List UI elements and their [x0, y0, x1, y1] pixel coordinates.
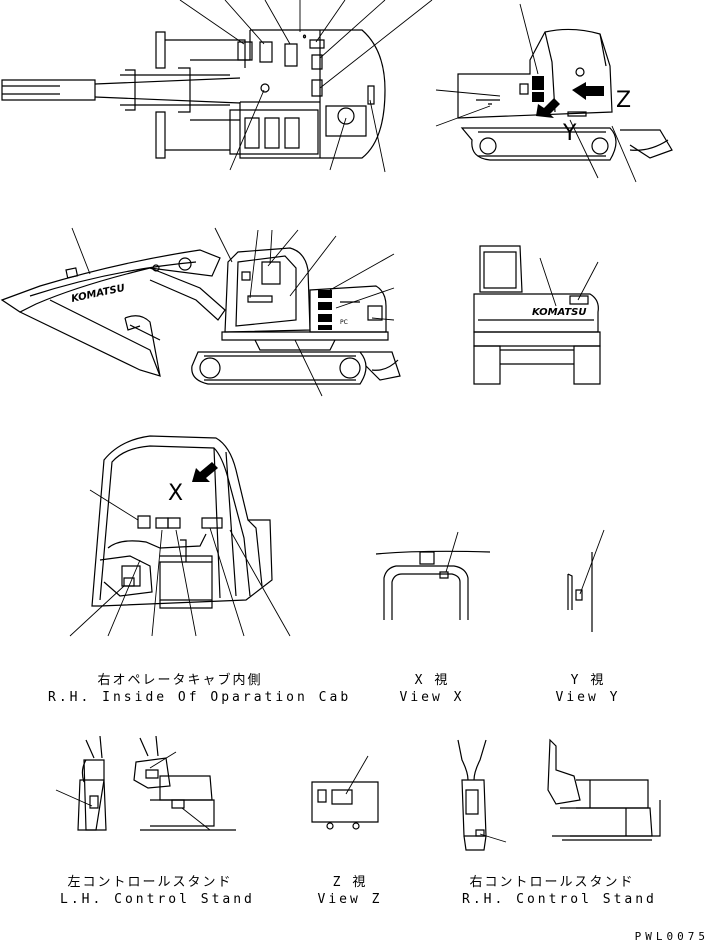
caption-view-x: X 視 View X [392, 672, 472, 706]
caption-view-z: Z 視 View Z [310, 874, 390, 908]
view-z-drawing [312, 756, 378, 829]
side-model-label: PC [340, 319, 348, 326]
caption-lh-stand-en: L.H. Control Stand [60, 892, 255, 907]
top-view: o [2, 0, 432, 172]
caption-view-z-jp: Z 視 [332, 875, 368, 890]
caption-rh-stand: 右コントロールスタンド R.H. Control Stand [462, 874, 657, 908]
view-letter-z: Z [616, 88, 631, 113]
inside-cab-view: X [70, 436, 290, 636]
boom-brand-decal: KOMATSU [70, 283, 126, 305]
caption-rh-stand-en: R.H. Control Stand [462, 892, 657, 907]
caption-view-y-jp: Y 視 [570, 673, 606, 688]
lh-control-stand-drawing [56, 736, 236, 830]
rear-view: KOMATSU [474, 246, 600, 384]
view-x-drawing [376, 532, 490, 620]
rh-control-stand-drawing [458, 740, 660, 850]
view-y-drawing [568, 530, 604, 632]
drawing-code: PWL0075 [634, 930, 709, 943]
caption-view-z-en: View Z [317, 892, 383, 907]
side-view-small: Z Y [436, 4, 672, 182]
caption-view-x-en: View X [399, 690, 465, 705]
side-view-large: PC KOMATSU [2, 228, 400, 396]
caption-rh-cab: 右オペレータキャブ内側 R.H. Inside Of Oparation Cab [48, 672, 352, 706]
view-letter-x: X [168, 481, 183, 506]
caption-rh-cab-jp: 右オペレータキャブ内側 [97, 673, 263, 688]
caption-view-x-jp: X 視 [414, 673, 450, 688]
svg-text:o: o [303, 34, 306, 40]
caption-rh-cab-en: R.H. Inside Of Oparation Cab [48, 690, 352, 705]
caption-view-y-en: View Y [555, 690, 621, 705]
rear-brand-decal: KOMATSU [532, 307, 587, 318]
caption-lh-stand-jp: 左コントロールスタンド [67, 875, 233, 890]
caption-rh-stand-jp: 右コントロールスタンド [469, 875, 635, 890]
caption-view-y: Y 視 View Y [548, 672, 628, 706]
caption-lh-stand: 左コントロールスタンド L.H. Control Stand [60, 874, 255, 908]
view-letter-y: Y [562, 121, 577, 146]
